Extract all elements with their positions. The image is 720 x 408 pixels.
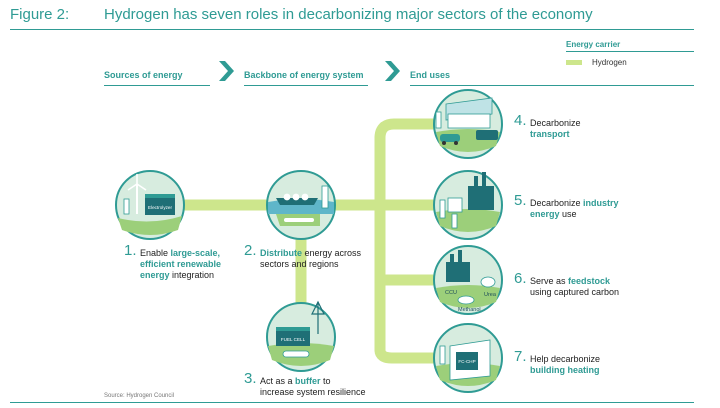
legend-swatch [566,60,582,65]
role-number: 2. [244,242,257,259]
role-highlight: large-scale, [170,248,221,258]
role-highlight: transport [530,129,570,139]
methanol-label: Methanol [458,307,481,313]
pipe-buildings [374,344,446,364]
role-number: 5. [514,192,527,209]
stage-sources-label: Sources of energy [104,70,183,80]
stage-backbone-rule [244,85,368,86]
role-highlight: industry [583,198,619,208]
role-highlight: Distribute [260,248,303,258]
role-number: 4. [514,112,527,129]
role-highlight: energy [530,209,560,219]
role-highlight: efficient renewable [140,259,222,269]
fuel-cell-label: FUEL CELL [281,337,306,342]
transport-illustration [433,89,503,159]
role-highlight: building heating [530,365,600,375]
fc-chp-label: FC-CHP [458,359,475,364]
legend: Energy carrier Hydrogen [566,40,694,68]
chevron-right-icon [385,61,400,81]
role-number: 6. [514,270,527,287]
role-number: 3. [244,370,257,387]
role-highlight: feedstock [568,276,611,286]
stage-sources-rule [104,85,210,86]
role-number: 1. [124,242,137,259]
figure-title: Hydrogen has seven roles in decarbonizin… [104,6,593,23]
feedstock-illustration: CCU Urea Methanol [433,245,503,315]
industry-illustration [433,170,503,240]
role-highlight: energy [140,270,170,280]
legend-item-hydrogen: Hydrogen [566,58,694,68]
renewable-energy-illustration: Electrolyzer [115,170,185,240]
urea-label: Urea [484,292,497,298]
electrolyzer-label: Electrolyzer [148,205,172,210]
role-highlight: buffer [295,376,321,386]
chevron-right-icon [219,61,234,81]
pipe-transport [374,118,446,144]
role-number: 7. [514,348,527,365]
title-divider [10,29,694,30]
figure-label: Figure 2: [10,6,70,23]
stage-end-uses-rule [410,85,694,86]
legend-title: Energy carrier [566,40,694,52]
stage-end-uses-label: End uses [410,70,451,80]
bottom-divider [10,402,694,403]
stage-backbone-label: Backbone of energy system [244,70,364,80]
source-note: Source: Hydrogen Council [104,393,175,399]
distribution-illustration [266,170,336,240]
legend-label: Hydrogen [592,58,627,67]
buffer-storage-illustration: FUEL CELL [266,300,336,372]
ccu-label: CCU [445,290,457,296]
building-heating-illustration: FC-CHP [433,323,503,393]
